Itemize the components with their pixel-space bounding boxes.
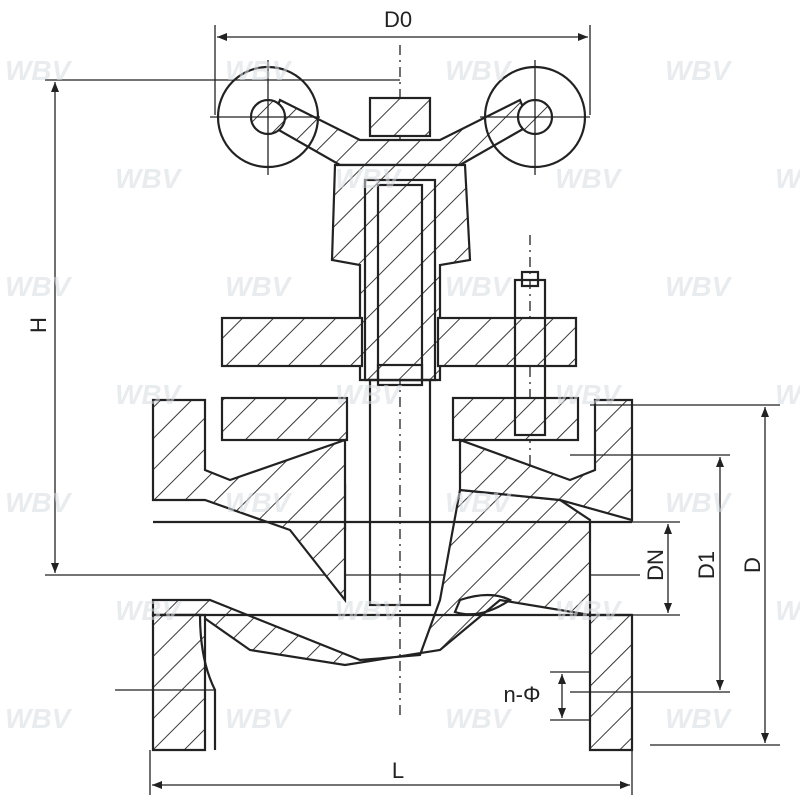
watermark-text: WBV (555, 163, 623, 194)
handwheel (210, 60, 590, 175)
watermark-text: WBV (665, 703, 733, 734)
watermark-text: WBV (445, 271, 513, 302)
watermark-text: WBV (5, 487, 73, 518)
dimensions (45, 25, 780, 795)
label-n-phi: n-Φ (503, 682, 540, 707)
valve-body (115, 398, 634, 752)
label-d: D (740, 557, 765, 573)
label-d1: D1 (694, 551, 719, 579)
watermark-text: WBV (445, 703, 513, 734)
watermark-text: WBV (665, 487, 733, 518)
watermark-text: WBV (5, 271, 73, 302)
label-dn: DN (643, 549, 668, 581)
watermark-text: WBV (775, 163, 800, 194)
watermark-text: WBV (665, 271, 733, 302)
watermark-text: WBV (225, 55, 293, 86)
watermark-text: WBV (115, 163, 183, 194)
label-l: L (392, 758, 404, 783)
label-h: H (26, 317, 51, 333)
watermark-text: WBV (5, 703, 73, 734)
watermark-text: WBV (225, 703, 293, 734)
watermark-text: WBV (5, 55, 73, 86)
watermark-text: WBV (775, 595, 800, 626)
watermark-text: WBV (665, 55, 733, 86)
label-d0: D0 (384, 7, 412, 32)
watermark-text: WBV (225, 271, 293, 302)
watermark-text: WBV (445, 55, 513, 86)
